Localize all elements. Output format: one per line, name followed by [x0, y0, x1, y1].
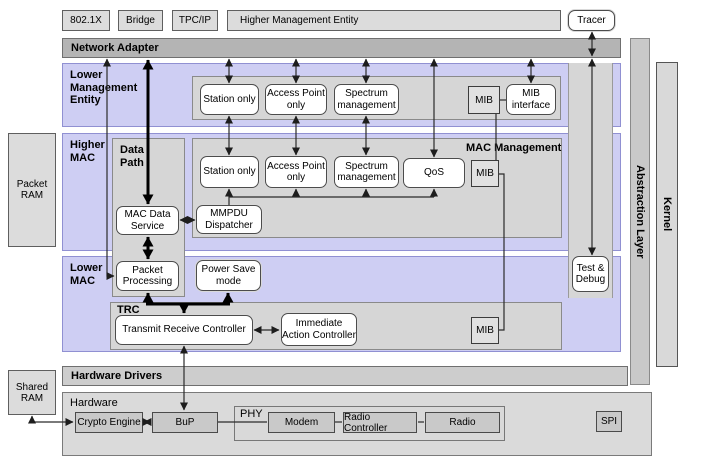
external-entity-8021x: 802.1X [62, 10, 110, 31]
mac-data-service-box: MAC Data Service [116, 206, 179, 235]
lme-access-point-only: Access Point only [265, 84, 327, 115]
lower-mac-title: Lower MAC [70, 262, 103, 287]
radio-controller-box: Radio Controller [343, 412, 417, 434]
tracer-box: Tracer [568, 10, 615, 31]
external-entity-bridge: Bridge [118, 10, 163, 31]
modem-box: Modem [268, 412, 335, 433]
abstraction-layer-bar: Abstraction Layer [630, 38, 650, 385]
radio-box: Radio [425, 412, 500, 433]
network-adapter-bar: Network Adapter [62, 38, 621, 58]
lme-station-only: Station only [200, 84, 259, 115]
higher-mac-title: Higher MAC [70, 139, 105, 164]
hmac-station-only: Station only [200, 156, 259, 188]
data-path-title: Data Path [120, 144, 144, 169]
packet-processing-box: Packet Processing [116, 261, 179, 291]
trc-mib-box: MIB [471, 317, 499, 344]
lme-title: Lower Management Entity [70, 69, 138, 107]
hardware-drivers-bar: Hardware Drivers [62, 366, 628, 386]
higher-management-entity: Higher Management Entity [227, 10, 561, 31]
hmac-spectrum-management: Spectrum management [334, 156, 399, 188]
hmac-access-point-only: Access Point only [265, 156, 327, 188]
external-entity-tpcip: TPC/IP [172, 10, 218, 31]
kernel-bar: Kernel [656, 62, 678, 367]
mac-management-title: MAC Management [466, 142, 562, 154]
qos-box: QoS [403, 158, 465, 188]
lme-mib-interface: MIB interface [506, 84, 556, 115]
transmit-receive-controller-box: Transmit Receive Controller [115, 315, 253, 345]
abstraction-layer-label: Abstraction Layer [634, 164, 646, 259]
bup-box: BuP [152, 412, 218, 433]
packet-ram-box: Packet RAM [8, 133, 56, 247]
lme-spectrum-management: Spectrum management [334, 84, 399, 115]
hmac-mib-box: MIB [471, 160, 499, 187]
lme-mib-box: MIB [468, 86, 500, 114]
power-save-mode-box: Power Save mode [196, 260, 261, 291]
test-debug-box: Test & Debug [572, 256, 609, 292]
spi-box: SPI [596, 411, 622, 432]
trc-title: TRC [117, 304, 140, 316]
hardware-title: Hardware [70, 397, 118, 409]
crypto-engine-box: Crypto Engine [75, 412, 143, 433]
phy-title: PHY [240, 408, 263, 420]
immediate-action-controller-box: Immediate Action Controller [281, 313, 357, 346]
shared-ram-box: Shared RAM [8, 370, 56, 415]
kernel-label: Kernel [661, 197, 673, 232]
mmpdu-dispatcher-box: MMPDU Dispatcher [196, 205, 262, 234]
